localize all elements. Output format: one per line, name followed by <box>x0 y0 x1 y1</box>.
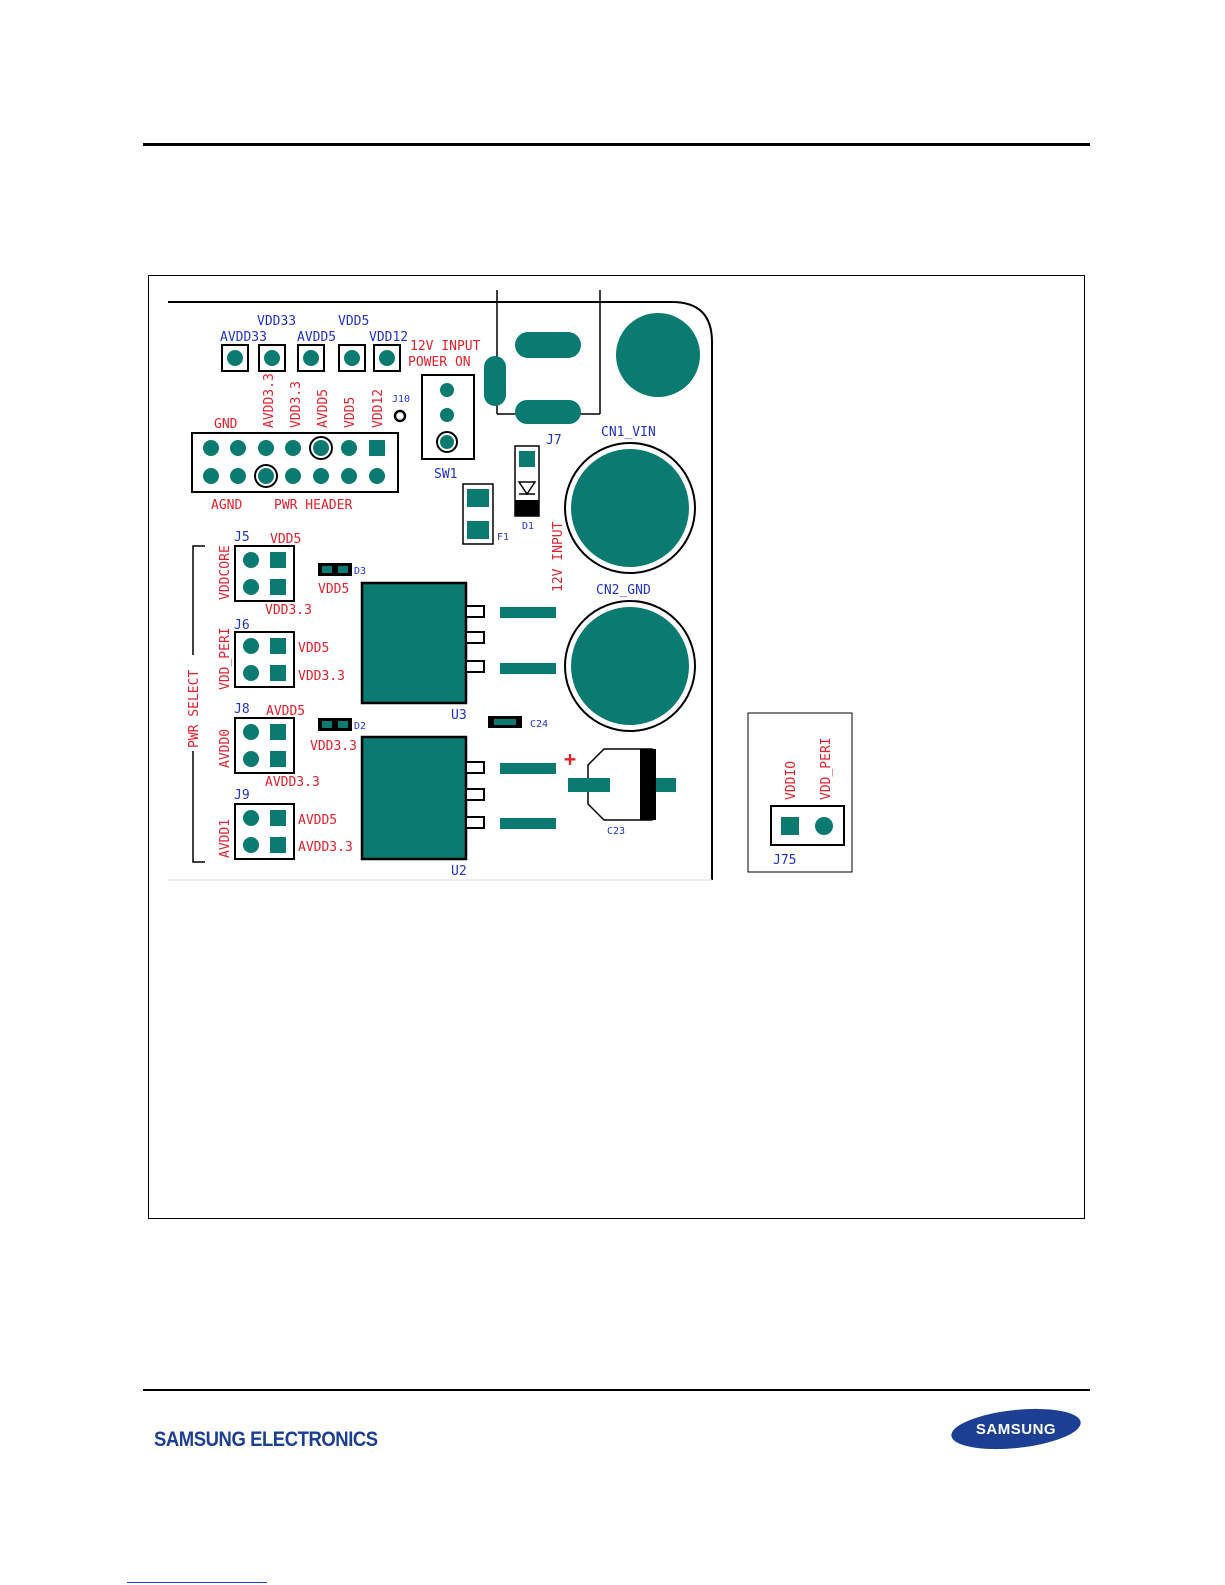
label-c23: C23 <box>607 826 625 837</box>
label-d3: D3 <box>354 566 366 577</box>
pwr-header <box>191 432 399 493</box>
label-vdd-peri: VDD_PERI <box>218 627 233 690</box>
bottom-link-underline[interactable] <box>127 1582 267 1583</box>
label-avdd1: AVDD1 <box>218 819 233 858</box>
label-d1: D1 <box>522 521 534 532</box>
label-u2: U2 <box>451 864 467 879</box>
label-j8: J8 <box>234 702 250 717</box>
label-j6-vdd33: VDD3.3 <box>298 669 345 684</box>
regulator-u3 <box>360 581 556 705</box>
footer-rule <box>143 1389 1090 1391</box>
label-j5-vdd33: VDD3.3 <box>265 603 312 618</box>
label-12v-input-vertical: 12V INPUT <box>551 521 566 592</box>
label-d3-vdd5: VDD5 <box>318 582 349 597</box>
label-avdd33: AVDD33 <box>220 330 267 345</box>
label-hdr-avdd33: AVDD3.3 <box>262 373 277 428</box>
jumper-j9 <box>234 803 295 860</box>
label-hdr-vdd12: VDD12 <box>371 389 386 428</box>
test-point-vdd33 <box>258 344 286 372</box>
label-vdd33: VDD33 <box>257 314 296 329</box>
diode-d3 <box>318 563 352 576</box>
label-j5: J5 <box>234 530 250 545</box>
jumper-j5 <box>234 545 295 602</box>
label-c23-plus: + <box>564 747 576 771</box>
label-c24: C24 <box>530 719 548 730</box>
samsung-logo: SAMSUNG <box>951 1408 1081 1450</box>
label-j6: J6 <box>234 618 250 633</box>
label-vdd12: VDD12 <box>369 330 408 345</box>
label-pwr-select: PWR SELECT <box>187 670 202 748</box>
label-f1: F1 <box>497 532 509 543</box>
label-j8-avdd5: AVDD5 <box>266 704 305 719</box>
label-agnd: AGND <box>211 498 242 513</box>
label-j9-avdd33: AVDD3.3 <box>298 840 353 855</box>
connector-cn1-vin <box>564 442 696 574</box>
label-hdr-avdd5: AVDD5 <box>316 389 331 428</box>
label-hdr-vdd33: VDD3.3 <box>289 381 304 428</box>
label-j8-avdd33: AVDD3.3 <box>265 775 320 790</box>
label-d2-vdd33: VDD3.3 <box>310 739 357 754</box>
fuse-f1 <box>462 483 494 545</box>
label-hdr-vdd5: VDD5 <box>343 397 358 428</box>
label-12v-input: 12V INPUT <box>410 339 481 354</box>
switch-sw1 <box>421 374 475 460</box>
label-cn1: CN1_VIN <box>601 425 656 440</box>
label-cn2: CN2_GND <box>596 583 651 598</box>
logo-text: SAMSUNG <box>976 1421 1056 1438</box>
label-sw1: SW1 <box>434 467 457 482</box>
label-gnd: GND <box>214 417 238 432</box>
mounting-hole <box>616 313 700 397</box>
test-point-avdd5 <box>297 344 325 372</box>
header-rule <box>143 143 1090 146</box>
jumper-j6 <box>234 631 295 688</box>
label-j7: J7 <box>546 433 562 448</box>
label-avdd5: AVDD5 <box>297 330 336 345</box>
label-d2: D2 <box>354 721 366 732</box>
board-outline <box>168 301 713 880</box>
test-point-vdd12 <box>373 344 401 372</box>
regulator-u2 <box>360 735 556 861</box>
diode-d2 <box>318 718 352 731</box>
label-vddcore: VDDCORE <box>218 545 233 600</box>
label-j9-avdd5: AVDD5 <box>298 813 337 828</box>
label-j75: J75 <box>773 853 796 868</box>
label-j5-vdd5: VDD5 <box>270 532 301 547</box>
label-j9: J9 <box>234 788 250 803</box>
footer-brand-text: SAMSUNG ELECTRONICS <box>154 1428 378 1451</box>
jumper-j8 <box>234 717 295 774</box>
connector-cn2-gnd <box>564 600 696 732</box>
label-power-on: POWER ON <box>408 355 471 370</box>
label-pwr-header: PWR HEADER <box>274 498 352 513</box>
label-j10: J10 <box>392 394 410 405</box>
test-point-avdd33 <box>221 344 249 372</box>
label-vdd5: VDD5 <box>338 314 369 329</box>
j10-test-point <box>393 409 407 423</box>
label-u3: U3 <box>451 708 467 723</box>
connector-j7 <box>484 290 601 424</box>
inset-j75: VDDIO VDD_PERI J75 <box>747 712 853 873</box>
label-j6-vdd5: VDD5 <box>298 641 329 656</box>
label-j75-vdd-peri: VDD_PERI <box>819 737 834 800</box>
test-point-vdd5 <box>338 344 366 372</box>
diode-d1 <box>514 445 540 517</box>
capacitor-c23 <box>568 748 676 821</box>
label-j75-vddio: VDDIO <box>784 761 799 800</box>
capacitor-c24 <box>488 716 522 728</box>
label-avdd0: AVDD0 <box>218 729 233 768</box>
figure-frame <box>148 275 1085 1219</box>
